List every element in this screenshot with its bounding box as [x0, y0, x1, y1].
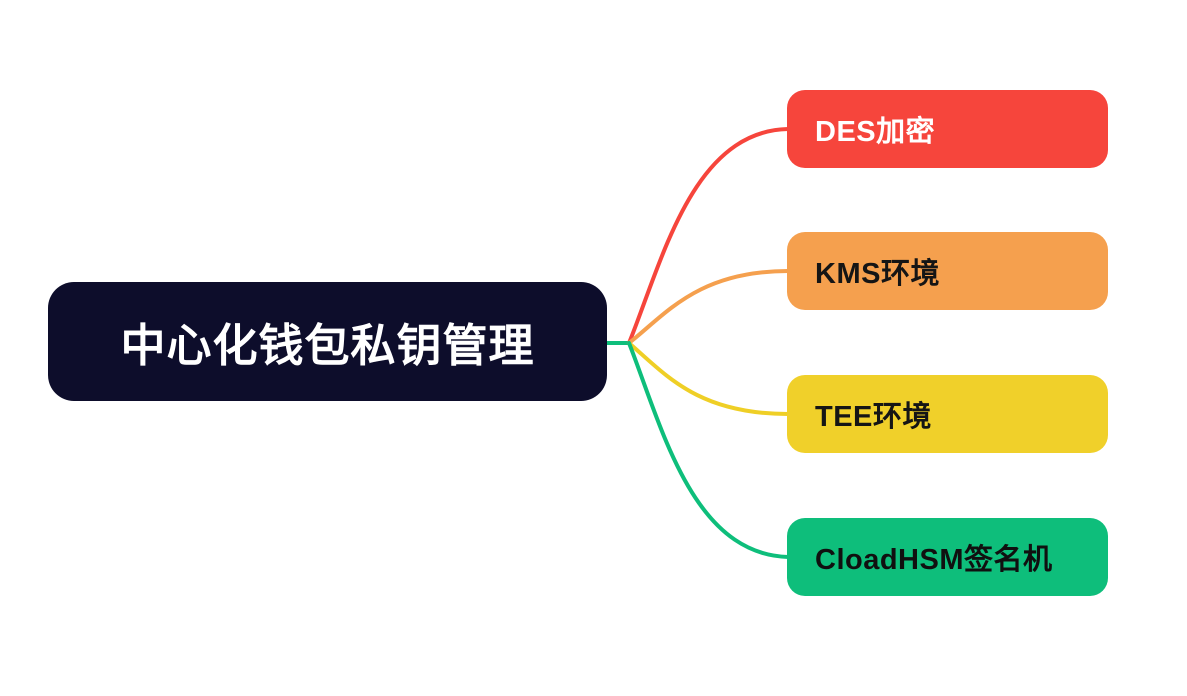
root-node[interactable]: 中心化钱包私钥管理 [48, 282, 607, 401]
branch-node-kms[interactable]: KMS环境 [787, 232, 1108, 310]
connector-line-kms [627, 269, 790, 345]
branch-node-cloadhsm[interactable]: CloadHSM签名机 [787, 518, 1108, 596]
root-node-label: 中心化钱包私钥管理 [120, 320, 535, 371]
branch-node-cloadhsm-label: CloadHSM签名机 [815, 544, 1053, 576]
branch-node-des-label: DES加密 [815, 116, 936, 148]
branch-node-kms-label: KMS环境 [815, 258, 940, 290]
branch-node-tee-label: TEE环境 [815, 401, 932, 433]
connector-line-tee [627, 341, 790, 416]
connector-line-des [627, 127, 790, 345]
connector-line-cloadhsm [627, 341, 790, 559]
branch-node-des[interactable]: DES加密 [787, 90, 1108, 168]
branch-node-tee[interactable]: TEE环境 [787, 375, 1108, 453]
